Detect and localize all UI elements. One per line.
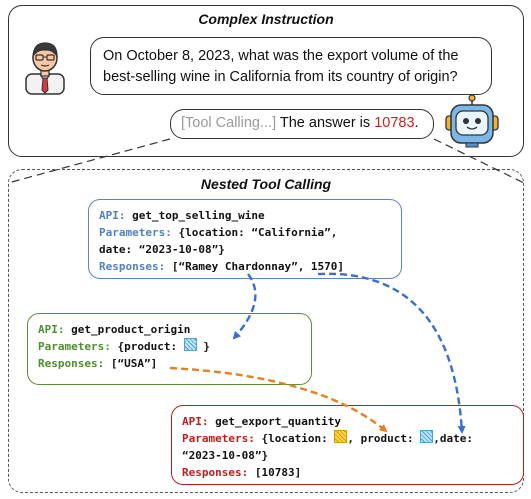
parameters-key: Parameters: [182, 432, 255, 445]
instruction-bubble: On October 8, 2023, what was the export … [90, 37, 492, 95]
api-call-get-top-selling-wine: API: get_top_selling_wine Parameters: {l… [88, 199, 402, 279]
answer-value: 10783 [374, 115, 415, 131]
parameters-value: {product: [117, 340, 178, 353]
panel-title: Complex Instruction [198, 11, 334, 27]
instruction-text: On October 8, 2023, what was the export … [103, 48, 459, 85]
parameters-product: , product: [347, 432, 414, 445]
responses-value: [“Ramey Chardonnay”, 1570] [171, 260, 345, 273]
responses-line: Responses: [10783] [182, 464, 513, 481]
parameters-continued: “2023-10-08”} [182, 449, 269, 462]
nested-tool-calling-panel: Nested Tool Calling [8, 169, 524, 493]
responses-value: [“USA”] [110, 357, 158, 370]
answer-bubble: [Tool Calling...] The answer is 10783. [170, 109, 434, 139]
responses-line: Responses: [“USA”] [38, 355, 301, 372]
businessman-avatar-icon [25, 42, 65, 95]
parameters-date: ,date: [433, 432, 473, 445]
responses-key: Responses: [182, 466, 249, 479]
answer-text: The answer is [279, 115, 371, 131]
parameters-value: {location: “California”, [178, 226, 338, 239]
api-line: API: get_product_origin [38, 321, 301, 338]
responses-key: Responses: [99, 260, 166, 273]
parameters-line: Parameters: {location: “California”, [99, 224, 391, 241]
api-name: get_product_origin [71, 323, 191, 336]
placeholder-blue-icon [183, 338, 197, 351]
responses-key: Responses: [38, 357, 105, 370]
parameters-close: } [203, 340, 210, 353]
api-line: API: get_top_selling_wine [99, 207, 391, 224]
answer-period: . [414, 115, 419, 131]
api-key: API: [182, 415, 209, 428]
api-key: API: [99, 209, 126, 222]
api-call-get-product-origin: API: get_product_origin Parameters: {pro… [27, 313, 312, 385]
responses-line: Responses: [“Ramey Chardonnay”, 1570] [99, 258, 391, 275]
robot-assistant-icon [445, 94, 499, 148]
parameters-line: Parameters: {product: } [38, 338, 301, 355]
api-name: get_top_selling_wine [132, 209, 265, 222]
parameters-key: Parameters: [99, 226, 172, 239]
responses-value: [10783] [254, 466, 302, 479]
complex-instruction-panel: Complex Instruction [8, 5, 524, 157]
parameters-line: Parameters: {location: , product: ,date: [182, 430, 513, 447]
placeholder-orange-icon [334, 430, 348, 443]
tool-calling-label: [Tool Calling...] [181, 115, 277, 131]
api-key: API: [38, 323, 65, 336]
placeholder-blue-icon [420, 430, 434, 443]
api-call-get-export-quantity: API: get_export_quantity Parameters: {lo… [171, 405, 524, 485]
api-name: get_export_quantity [215, 415, 341, 428]
parameters-key: Parameters: [38, 340, 111, 353]
parameters-continued: date: “2023-10-08”} [99, 243, 225, 256]
api-line: API: get_export_quantity [182, 413, 513, 430]
panel-title: Nested Tool Calling [200, 176, 332, 192]
parameters-location: {location: [261, 432, 328, 445]
